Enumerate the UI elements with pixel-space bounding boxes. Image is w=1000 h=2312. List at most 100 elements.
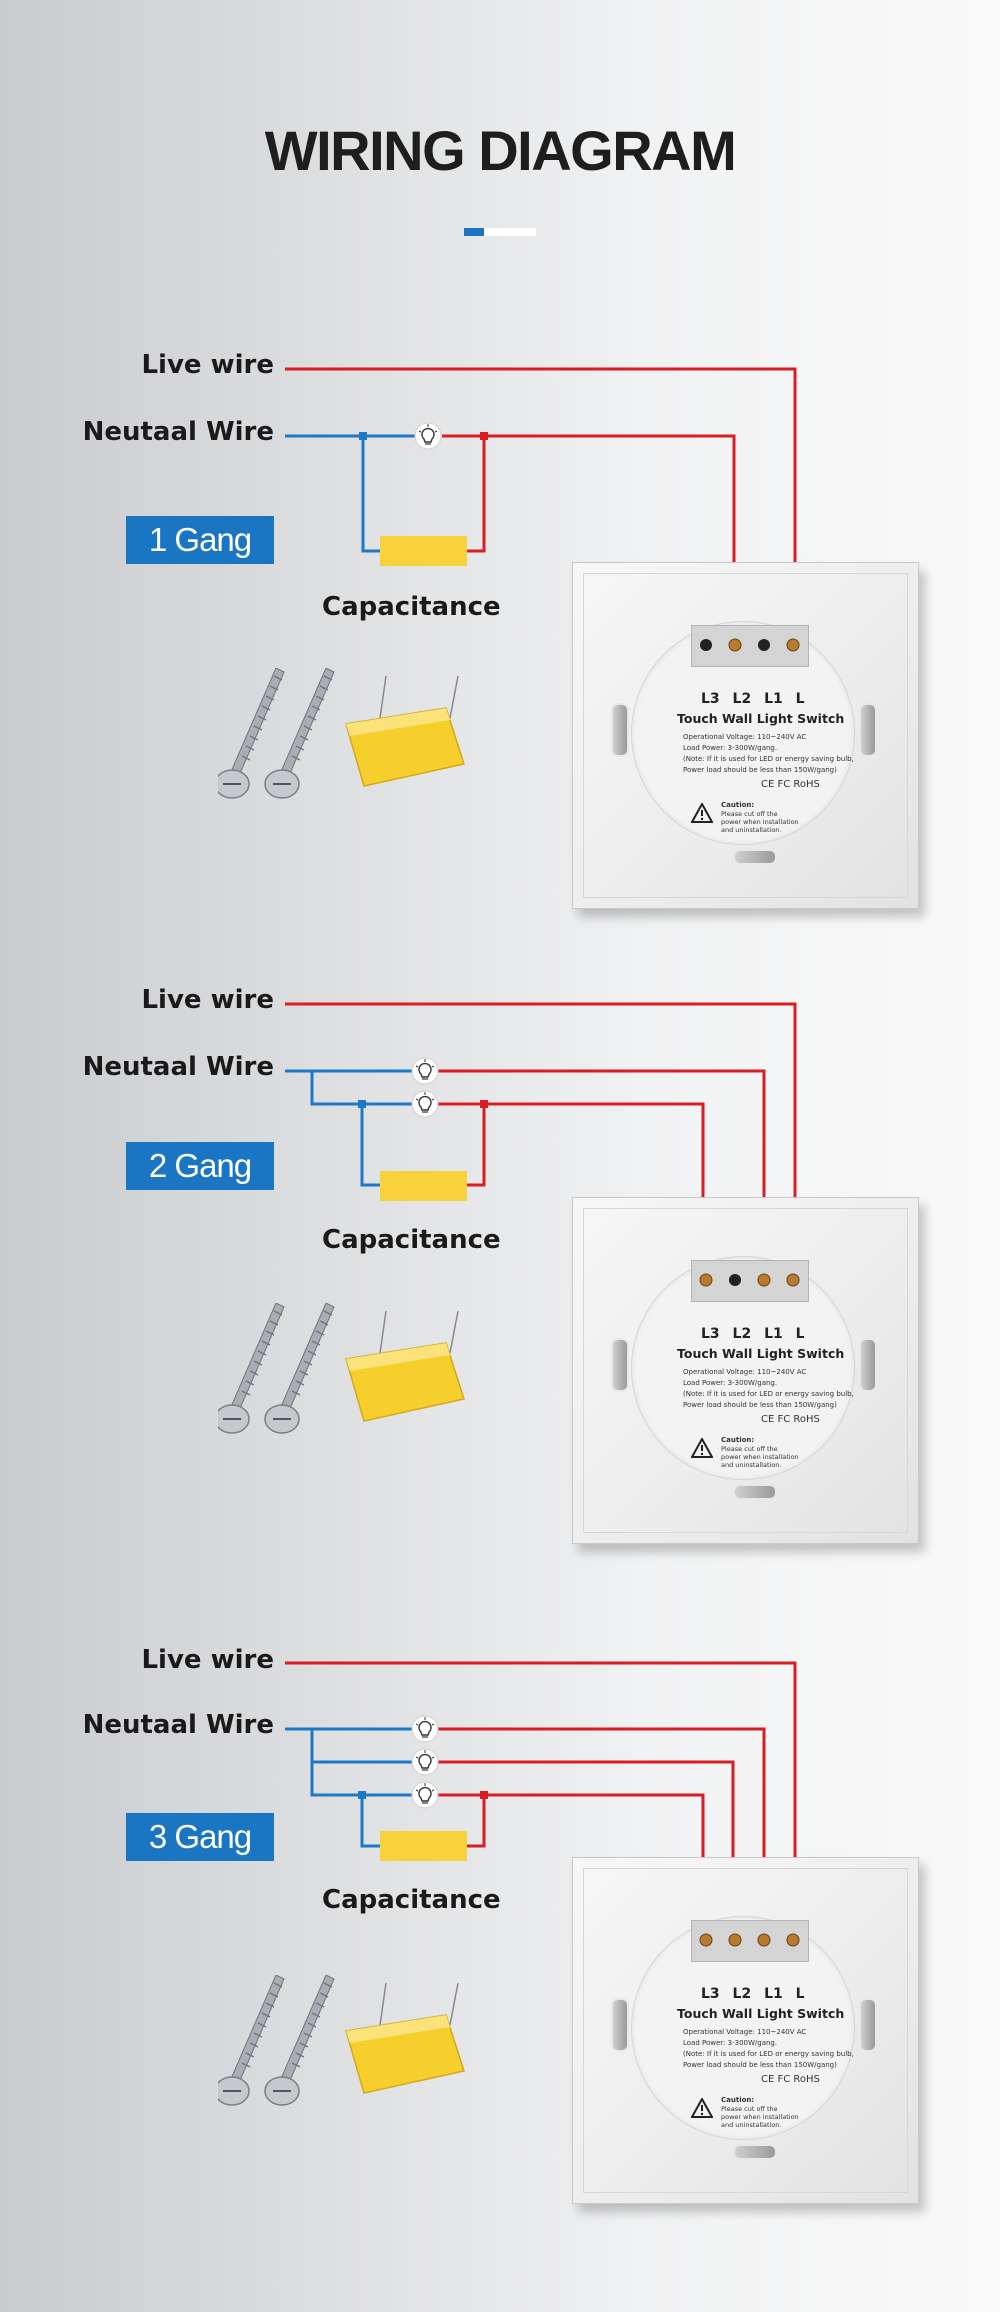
lamp-icon <box>411 1781 439 1809</box>
screw-icon <box>218 668 285 799</box>
screw-icon <box>218 1303 285 1434</box>
switch-name: Touch Wall Light Switch <box>677 711 845 726</box>
spec-line: Power load should be less than 150W/gang… <box>683 1401 837 1409</box>
section-3-gang: Live wire Neutaal Wire 3 Gang Capacitanc… <box>0 1645 1000 2305</box>
caution-line: Please cut off the <box>721 2105 778 2113</box>
switch-clip-bottom <box>733 1484 777 1500</box>
section-1-gang: Live wire Neutaal Wire 1 Gang Capacitanc… <box>0 350 1000 1010</box>
capacitance-label: Capacitance <box>322 592 501 622</box>
neutral-branch-3 <box>310 1762 412 1797</box>
caution-line: and uninstallation. <box>721 826 782 834</box>
load-junction <box>480 1100 488 1108</box>
terminals-svg <box>700 638 800 652</box>
title-accent-white <box>484 228 536 236</box>
lamp-icon <box>411 1748 439 1776</box>
switch-inner-frame <box>583 1208 908 1533</box>
lamp-icon <box>411 1715 439 1743</box>
lamp-icon <box>411 1057 439 1085</box>
caution-line: and uninstallation. <box>721 2121 782 2129</box>
screw-icon <box>264 1975 335 2106</box>
load-junction <box>480 1791 488 1799</box>
spec-line: Power load should be less than 150W/gang… <box>683 2061 837 2069</box>
load-cap-branch <box>467 1104 486 1187</box>
caution-title: Caution: <box>721 1436 755 1444</box>
load-junction <box>480 432 488 440</box>
neutral-junction <box>359 432 367 440</box>
terminal-labels: L3 L2 L1 L <box>701 1326 805 1342</box>
spec-line: Load Power: 3-300W/gang. <box>683 1379 778 1387</box>
spec-line: Operational Voltage: 110~240V AC <box>683 733 807 741</box>
touch-switch: L3 L2 L1 L Touch Wall Light Switch Opera… <box>572 1857 919 2204</box>
live-wire-label: Live wire <box>141 350 274 380</box>
switch-clip-bottom <box>733 849 777 865</box>
section-2-gang: Live wire Neutaal Wire 2 Gang Capacitanc… <box>0 985 1000 1645</box>
neutral-branch-2 <box>310 1071 412 1106</box>
spec-line: Operational Voltage: 110~240V AC <box>683 2028 807 2036</box>
gang-badge: 2 Gang <box>126 1142 274 1190</box>
capacitor-icon <box>380 536 467 566</box>
load-cap-branch <box>467 436 486 553</box>
switch-name: Touch Wall Light Switch <box>677 2006 845 2021</box>
switch-inner-frame <box>583 1868 908 2193</box>
capacitor-icon <box>345 675 465 787</box>
gang-badge: 3 Gang <box>126 1813 274 1861</box>
screw-icon <box>264 668 335 799</box>
lamp-icon <box>414 422 442 450</box>
gang-badge: 1 Gang <box>126 516 274 564</box>
load-cap-branch <box>467 1795 486 1848</box>
spec-line: Load Power: 3-300W/gang. <box>683 744 778 752</box>
spec-line: Power load should be less than 150W/gang… <box>683 766 837 774</box>
lamp-icon <box>411 1090 439 1118</box>
neutral-cap-branch <box>360 1104 380 1187</box>
capacitance-label: Capacitance <box>322 1225 501 1255</box>
live-wire <box>285 1661 797 1938</box>
caution-line: Please cut off the <box>721 810 778 818</box>
terminal-labels: L3 L2 L1 L <box>701 1986 805 2002</box>
switch-clip-right <box>859 1998 877 2052</box>
terminals-svg <box>699 1273 800 1287</box>
caution-line: Please cut off the <box>721 1445 778 1453</box>
neutral-cap-branch <box>360 1795 380 1848</box>
caution-line: and uninstallation. <box>721 1461 782 1469</box>
warning-icon <box>691 2098 713 2118</box>
neutral-wire-label: Neutaal Wire <box>82 1710 274 1740</box>
switch-clip-right <box>859 703 877 757</box>
neutral-junction <box>358 1791 366 1799</box>
capacitance-label: Capacitance <box>322 1885 501 1915</box>
certification-marks: CE FC RoHS <box>761 779 820 790</box>
capacitor-icon <box>345 1982 465 2094</box>
neutral-wire-label: Neutaal Wire <box>82 417 274 447</box>
switch-clip-left <box>611 1338 629 1392</box>
screw-icon <box>264 1303 335 1434</box>
spec-line: (Note: If it is used for LED or energy s… <box>683 1390 854 1398</box>
spec-line: Load Power: 3-300W/gang. <box>683 2039 778 2047</box>
accessories <box>218 1303 465 1434</box>
accessories <box>218 668 465 799</box>
switch-clip-right <box>859 1338 877 1392</box>
certification-marks: CE FC RoHS <box>761 2074 820 2085</box>
page-title: WIRING DIAGRAM <box>264 119 737 182</box>
spec-line: (Note: If it is used for LED or energy s… <box>683 2050 854 2058</box>
live-wire <box>285 1002 797 1278</box>
terminal-labels: L3 L2 L1 L <box>701 691 805 707</box>
caution-line: power when installation <box>721 818 799 826</box>
title-accent-blue <box>464 228 484 236</box>
caution-line: power when installation <box>721 1453 799 1461</box>
neutral-wire-label: Neutaal Wire <box>82 1052 274 1082</box>
warning-icon <box>691 803 713 823</box>
caution-title: Caution: <box>721 2096 755 2104</box>
capacitor-icon <box>380 1171 467 1201</box>
touch-switch: L3 L2 L1 L Touch Wall Light Switch Opera… <box>572 562 919 909</box>
warning-icon <box>691 1438 713 1458</box>
switch-clip-left <box>611 703 629 757</box>
touch-switch: L3 L2 L1 L Touch Wall Light Switch Opera… <box>572 1197 919 1544</box>
switch-inner-frame <box>583 573 908 898</box>
live-wire-label: Live wire <box>141 985 274 1015</box>
caution-title: Caution: <box>721 801 755 809</box>
spec-line: Operational Voltage: 110~240V AC <box>683 1368 807 1376</box>
neutral-junction <box>358 1100 366 1108</box>
accessories <box>218 1975 465 2106</box>
spec-line: (Note: If it is used for LED or energy s… <box>683 755 854 763</box>
capacitor-icon <box>380 1831 467 1861</box>
live-wire-label: Live wire <box>141 1645 274 1675</box>
